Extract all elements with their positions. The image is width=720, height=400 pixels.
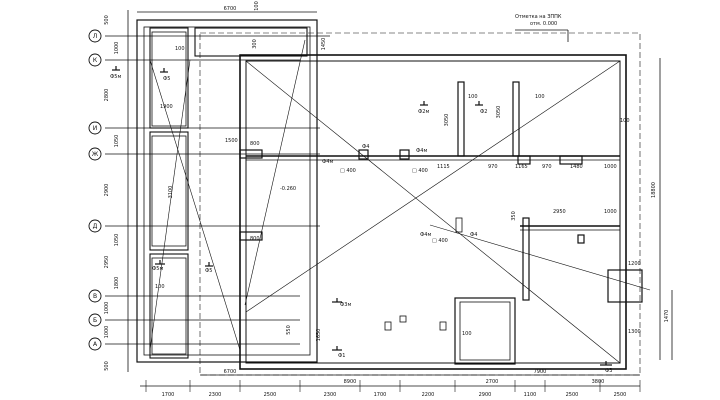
dim-100-f: 100 bbox=[462, 331, 472, 337]
label-sq400-c: □ 400 bbox=[432, 238, 448, 244]
bottom-dim: 1700 bbox=[162, 392, 175, 398]
bottom-total-dim: 8900 bbox=[344, 379, 357, 385]
label-phi4m-b: Ф4м bbox=[416, 148, 427, 154]
axis-label-v: В bbox=[93, 293, 97, 300]
left-dim: 1000 bbox=[114, 42, 120, 55]
dim-1500: 1500 bbox=[225, 138, 238, 144]
left-dim: 2900 bbox=[104, 184, 110, 197]
label-phi3m: Ф3м bbox=[340, 302, 351, 308]
dim-3050-a: 3050 bbox=[444, 114, 450, 127]
bottom-dim: 2500 bbox=[614, 392, 627, 398]
axis-label-l: Л bbox=[93, 33, 98, 40]
bottom-dim: 1700 bbox=[374, 392, 387, 398]
top-dim-2: 1450 bbox=[321, 38, 327, 51]
label-phi5-b: Ф5 bbox=[205, 268, 213, 274]
dim-100-c: 100 bbox=[468, 94, 478, 100]
bottom-dim: 2300 bbox=[209, 392, 222, 398]
left-dim: 2800 bbox=[104, 89, 110, 102]
label-phi5m-b: Ф5м bbox=[152, 266, 163, 272]
left-dim: 500 bbox=[104, 361, 110, 371]
dim-1000-b: 1000 bbox=[604, 209, 617, 215]
top-width-dim: 6700 bbox=[224, 6, 237, 12]
bottom-dim: 2500 bbox=[264, 392, 277, 398]
dim-2700: 2700 bbox=[486, 379, 499, 385]
dim-1480: 1480 bbox=[570, 164, 583, 170]
dim-1900: 1900 bbox=[160, 104, 173, 110]
label-phi5m-a: Ф5м bbox=[110, 74, 121, 80]
label-phi4m-c: Ф4м bbox=[420, 232, 431, 238]
label-phi4m-a: Ф4м bbox=[322, 159, 333, 165]
dim-100-b: 100 bbox=[155, 284, 165, 290]
dim-1650: 1650 bbox=[316, 329, 322, 342]
dim-1115: 1115 bbox=[437, 164, 450, 170]
note-line1: Отметка на ЗППК bbox=[515, 14, 562, 20]
dim-3050-b: 3050 bbox=[496, 106, 502, 119]
dim-7900: 7900 bbox=[534, 369, 547, 375]
label-phi5-a: Ф5 bbox=[163, 76, 171, 82]
bottom-dim: 2300 bbox=[324, 392, 337, 398]
label-phi2: Ф2 bbox=[480, 109, 488, 115]
top-dim-1: 100 bbox=[254, 1, 260, 11]
bottom-dim: 2500 bbox=[566, 392, 579, 398]
axis-label-b: Б bbox=[93, 317, 97, 324]
axis-label-k: К bbox=[93, 57, 98, 64]
label-phi2m: Ф2м bbox=[418, 109, 429, 115]
dim-1300: 1300 bbox=[628, 329, 641, 335]
left-dim: 1000 bbox=[104, 326, 110, 339]
dim-100-d: 100 bbox=[535, 94, 545, 100]
left-dim: 1800 bbox=[114, 277, 120, 290]
dim-970-b: 970 bbox=[542, 164, 552, 170]
dim-1470: 1470 bbox=[664, 310, 670, 323]
dim-1000-a: 1000 bbox=[604, 164, 617, 170]
axis-label-i: И bbox=[93, 125, 98, 132]
label-sq400-b: □ 400 bbox=[412, 168, 428, 174]
dim-100-e: 100 bbox=[620, 118, 630, 124]
dim-3800: 3800 bbox=[592, 379, 605, 385]
bottom-dim: 1100 bbox=[524, 392, 537, 398]
dim-800-b: 800 bbox=[250, 236, 260, 242]
left-dim: 500 bbox=[104, 15, 110, 25]
note-line2: отм. 0.000 bbox=[530, 21, 557, 27]
dim-1165: 1165 bbox=[515, 164, 528, 170]
dim-300: 300 bbox=[252, 39, 258, 49]
label-sq400-a: □ 400 bbox=[340, 168, 356, 174]
dim-350: 350 bbox=[511, 211, 517, 221]
dim-550: 550 bbox=[286, 325, 292, 335]
axis-label-a: А bbox=[93, 341, 98, 348]
dim-6700b: 6700 bbox=[224, 369, 237, 375]
axis-label-d: Д bbox=[93, 223, 98, 230]
dim-3100: 3100 bbox=[168, 186, 174, 199]
label-phi3: Ф3 bbox=[605, 368, 613, 374]
left-dim: 1050 bbox=[114, 234, 120, 247]
label-phi4-b: Ф4 bbox=[470, 232, 478, 238]
bottom-dim: 2200 bbox=[422, 392, 435, 398]
dim-800-a: 800 bbox=[250, 141, 260, 147]
axis-label-zh: Ж bbox=[92, 151, 99, 158]
label-phi4-a: Ф4 bbox=[362, 144, 370, 150]
dim-2950: 2950 bbox=[553, 209, 566, 215]
dim-100-a: 100 bbox=[175, 46, 185, 52]
dim-1200: 1200 bbox=[628, 261, 641, 267]
left-dim: 2950 bbox=[104, 256, 110, 269]
left-dim: 1050 bbox=[114, 135, 120, 148]
dim-18800: 18800 bbox=[651, 182, 657, 198]
bottom-dim: 2900 bbox=[479, 392, 492, 398]
left-dim: 1000 bbox=[104, 302, 110, 315]
label-phi1: Ф1 bbox=[338, 353, 346, 359]
level-mark: -0.260 bbox=[280, 186, 296, 192]
dim-970-a: 970 bbox=[488, 164, 498, 170]
